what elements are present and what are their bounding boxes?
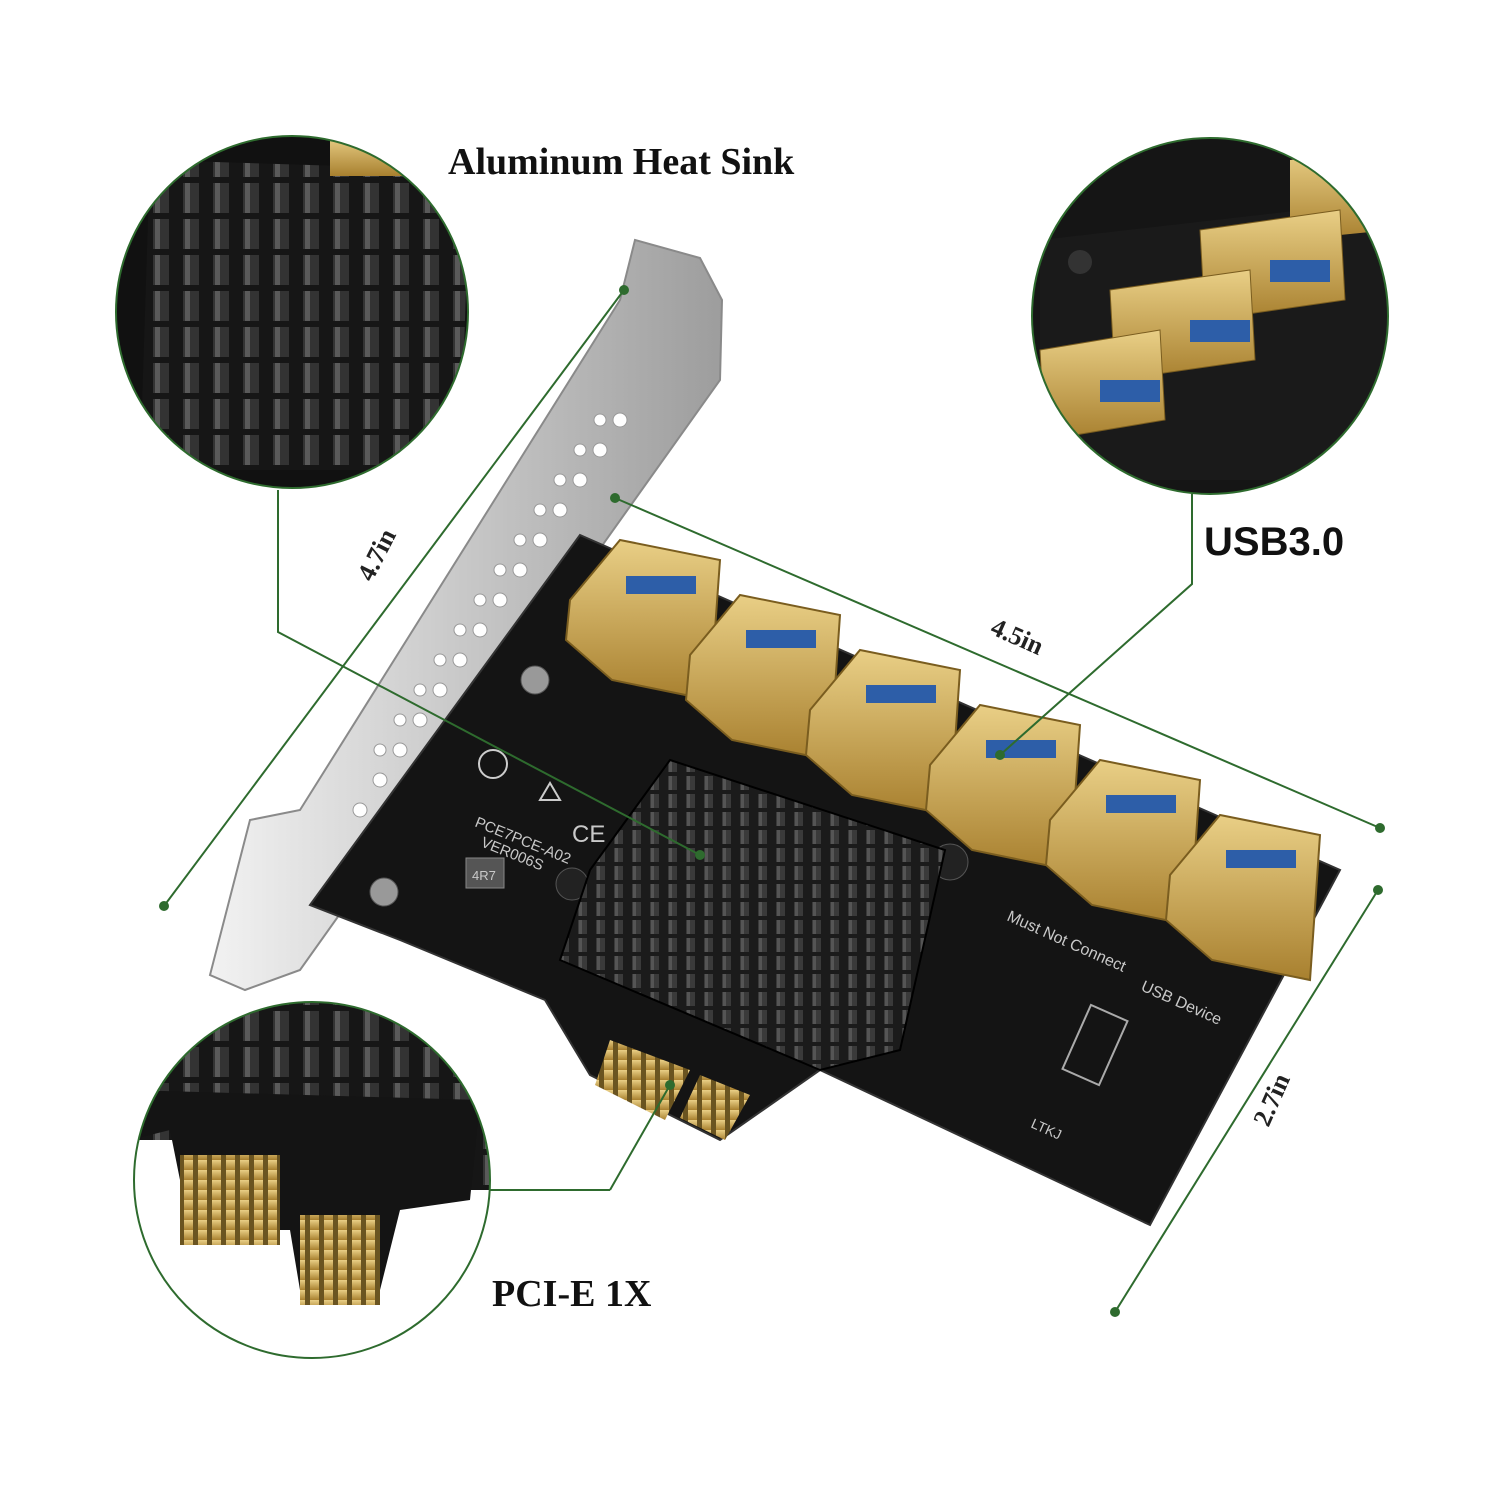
zoom-usb xyxy=(1031,137,1389,495)
ce-mark: CE xyxy=(572,821,605,848)
guide-lines xyxy=(163,289,1381,1313)
esd-warning-icon xyxy=(538,781,562,801)
usb-port xyxy=(564,538,722,702)
heat-sink-label: Aluminum Heat Sink xyxy=(448,141,795,183)
metal-bracket xyxy=(208,238,724,992)
usb-port xyxy=(804,648,962,817)
usb-port xyxy=(1044,758,1202,927)
heat-sink xyxy=(558,758,947,1072)
pcie-label: PCI-E 1X xyxy=(492,1273,652,1315)
usb-label: USB3.0 xyxy=(1204,520,1345,564)
inductor-label: 4R7 xyxy=(472,868,496,883)
pb-free-icon xyxy=(478,749,508,779)
zoom-pcie xyxy=(133,1001,491,1359)
usb-port xyxy=(684,593,842,762)
usb-port xyxy=(1164,813,1322,982)
zoom-heat-sink xyxy=(115,135,469,489)
usb-ports xyxy=(564,538,1322,982)
usb-port xyxy=(924,703,1082,872)
guide-dots xyxy=(159,285,1385,1317)
